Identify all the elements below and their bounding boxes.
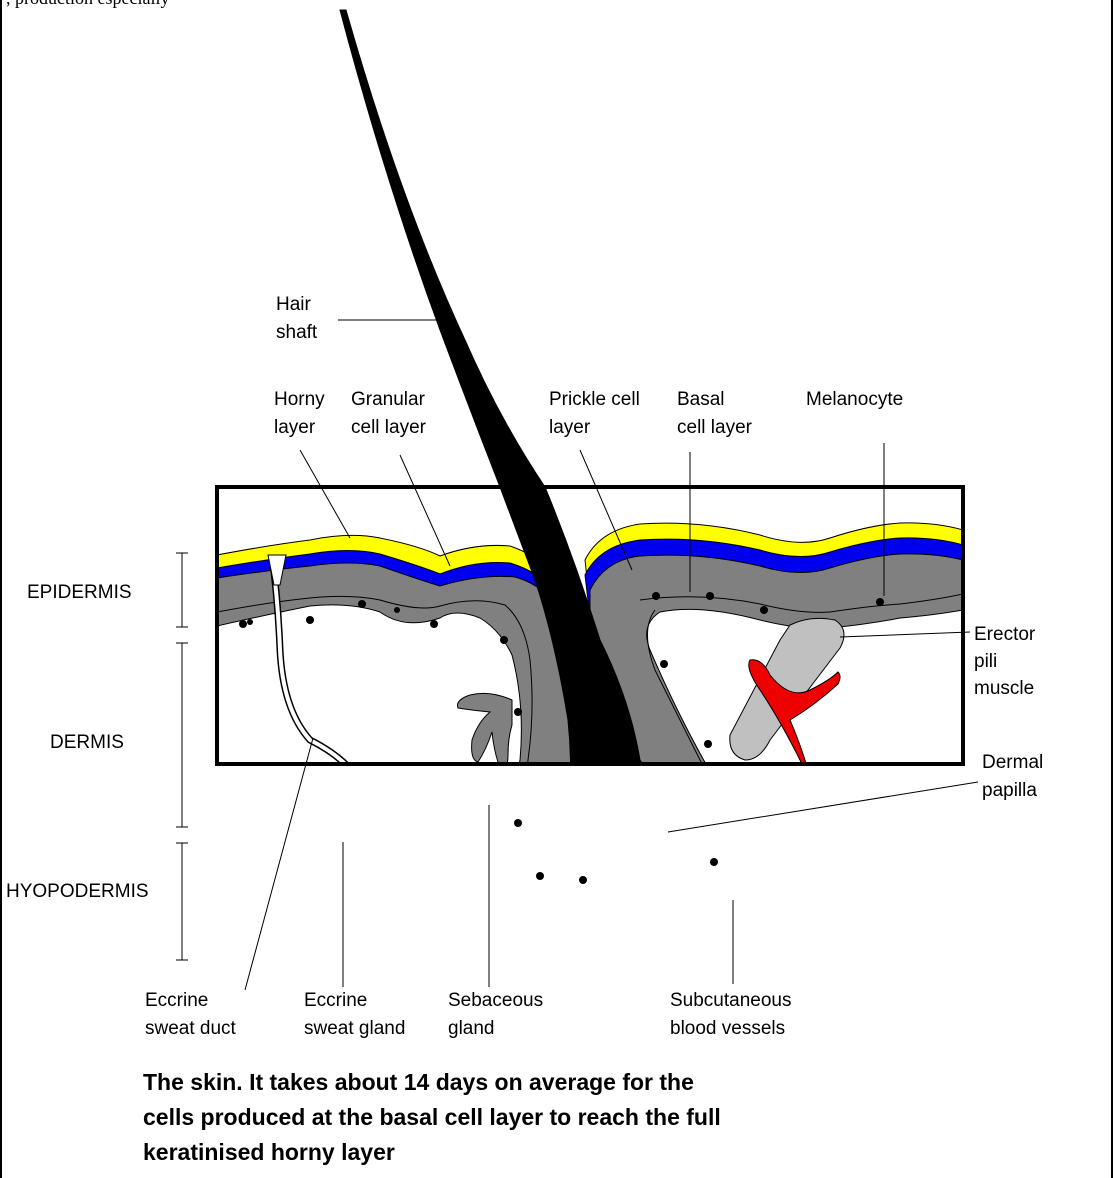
label-dermis: DERMIS [50, 732, 124, 753]
label-vessels-1: Subcutaneous [670, 990, 792, 1011]
label-sweat-duct-2: sweat duct [145, 1018, 237, 1039]
label-basal-1: Basal [677, 389, 725, 410]
label-prickle-1: Prickle cell [549, 389, 640, 410]
tissue-layers [217, 487, 963, 926]
label-sweat-gland-2: sweat gland [304, 1018, 405, 1039]
label-horny-layer-2: layer [274, 417, 316, 438]
label-epidermis: EPIDERMIS [27, 582, 132, 603]
label-hyopodermis: HYOPODERMIS [6, 881, 149, 902]
label-erector-3: muscle [974, 678, 1034, 699]
caption-line-2: cells produced at the basal cell layer t… [143, 1104, 721, 1130]
blood-vessel-left [217, 785, 630, 926]
label-dermal-papilla-1: Dermal [982, 752, 1043, 773]
label-prickle-2: layer [549, 417, 591, 438]
label-granular-2: cell layer [351, 417, 427, 438]
label-sebaceous-1: Sebaceous [448, 990, 543, 1011]
label-hair-shaft-1: Hair [276, 294, 312, 315]
label-granular-1: Granular [351, 389, 426, 410]
label-melanocyte: Melanocyte [806, 389, 903, 410]
label-erector-2: pili [974, 651, 997, 672]
label-sweat-gland-1: Eccrine [304, 990, 367, 1011]
caption-line-3: keratinised horny layer [143, 1139, 395, 1165]
label-sebaceous-2: gland [448, 1018, 495, 1039]
label-sweat-duct-1: Eccrine [145, 990, 208, 1011]
label-vessels-2: blood vessels [670, 1018, 785, 1039]
label-horny-layer-1: Horny [274, 389, 325, 410]
sebaceous-gland-lobes [458, 693, 513, 768]
label-dermal-papilla-2: papilla [982, 780, 1037, 801]
label-basal-2: cell layer [677, 417, 753, 438]
label-erector-1: Erector [974, 624, 1036, 645]
caption-line-1: The skin. It takes about 14 days on aver… [143, 1069, 694, 1095]
eccrine-sweat-gland-coil [325, 785, 366, 819]
hair-shaft [340, 10, 545, 487]
label-hair-shaft-2: shaft [276, 322, 318, 343]
